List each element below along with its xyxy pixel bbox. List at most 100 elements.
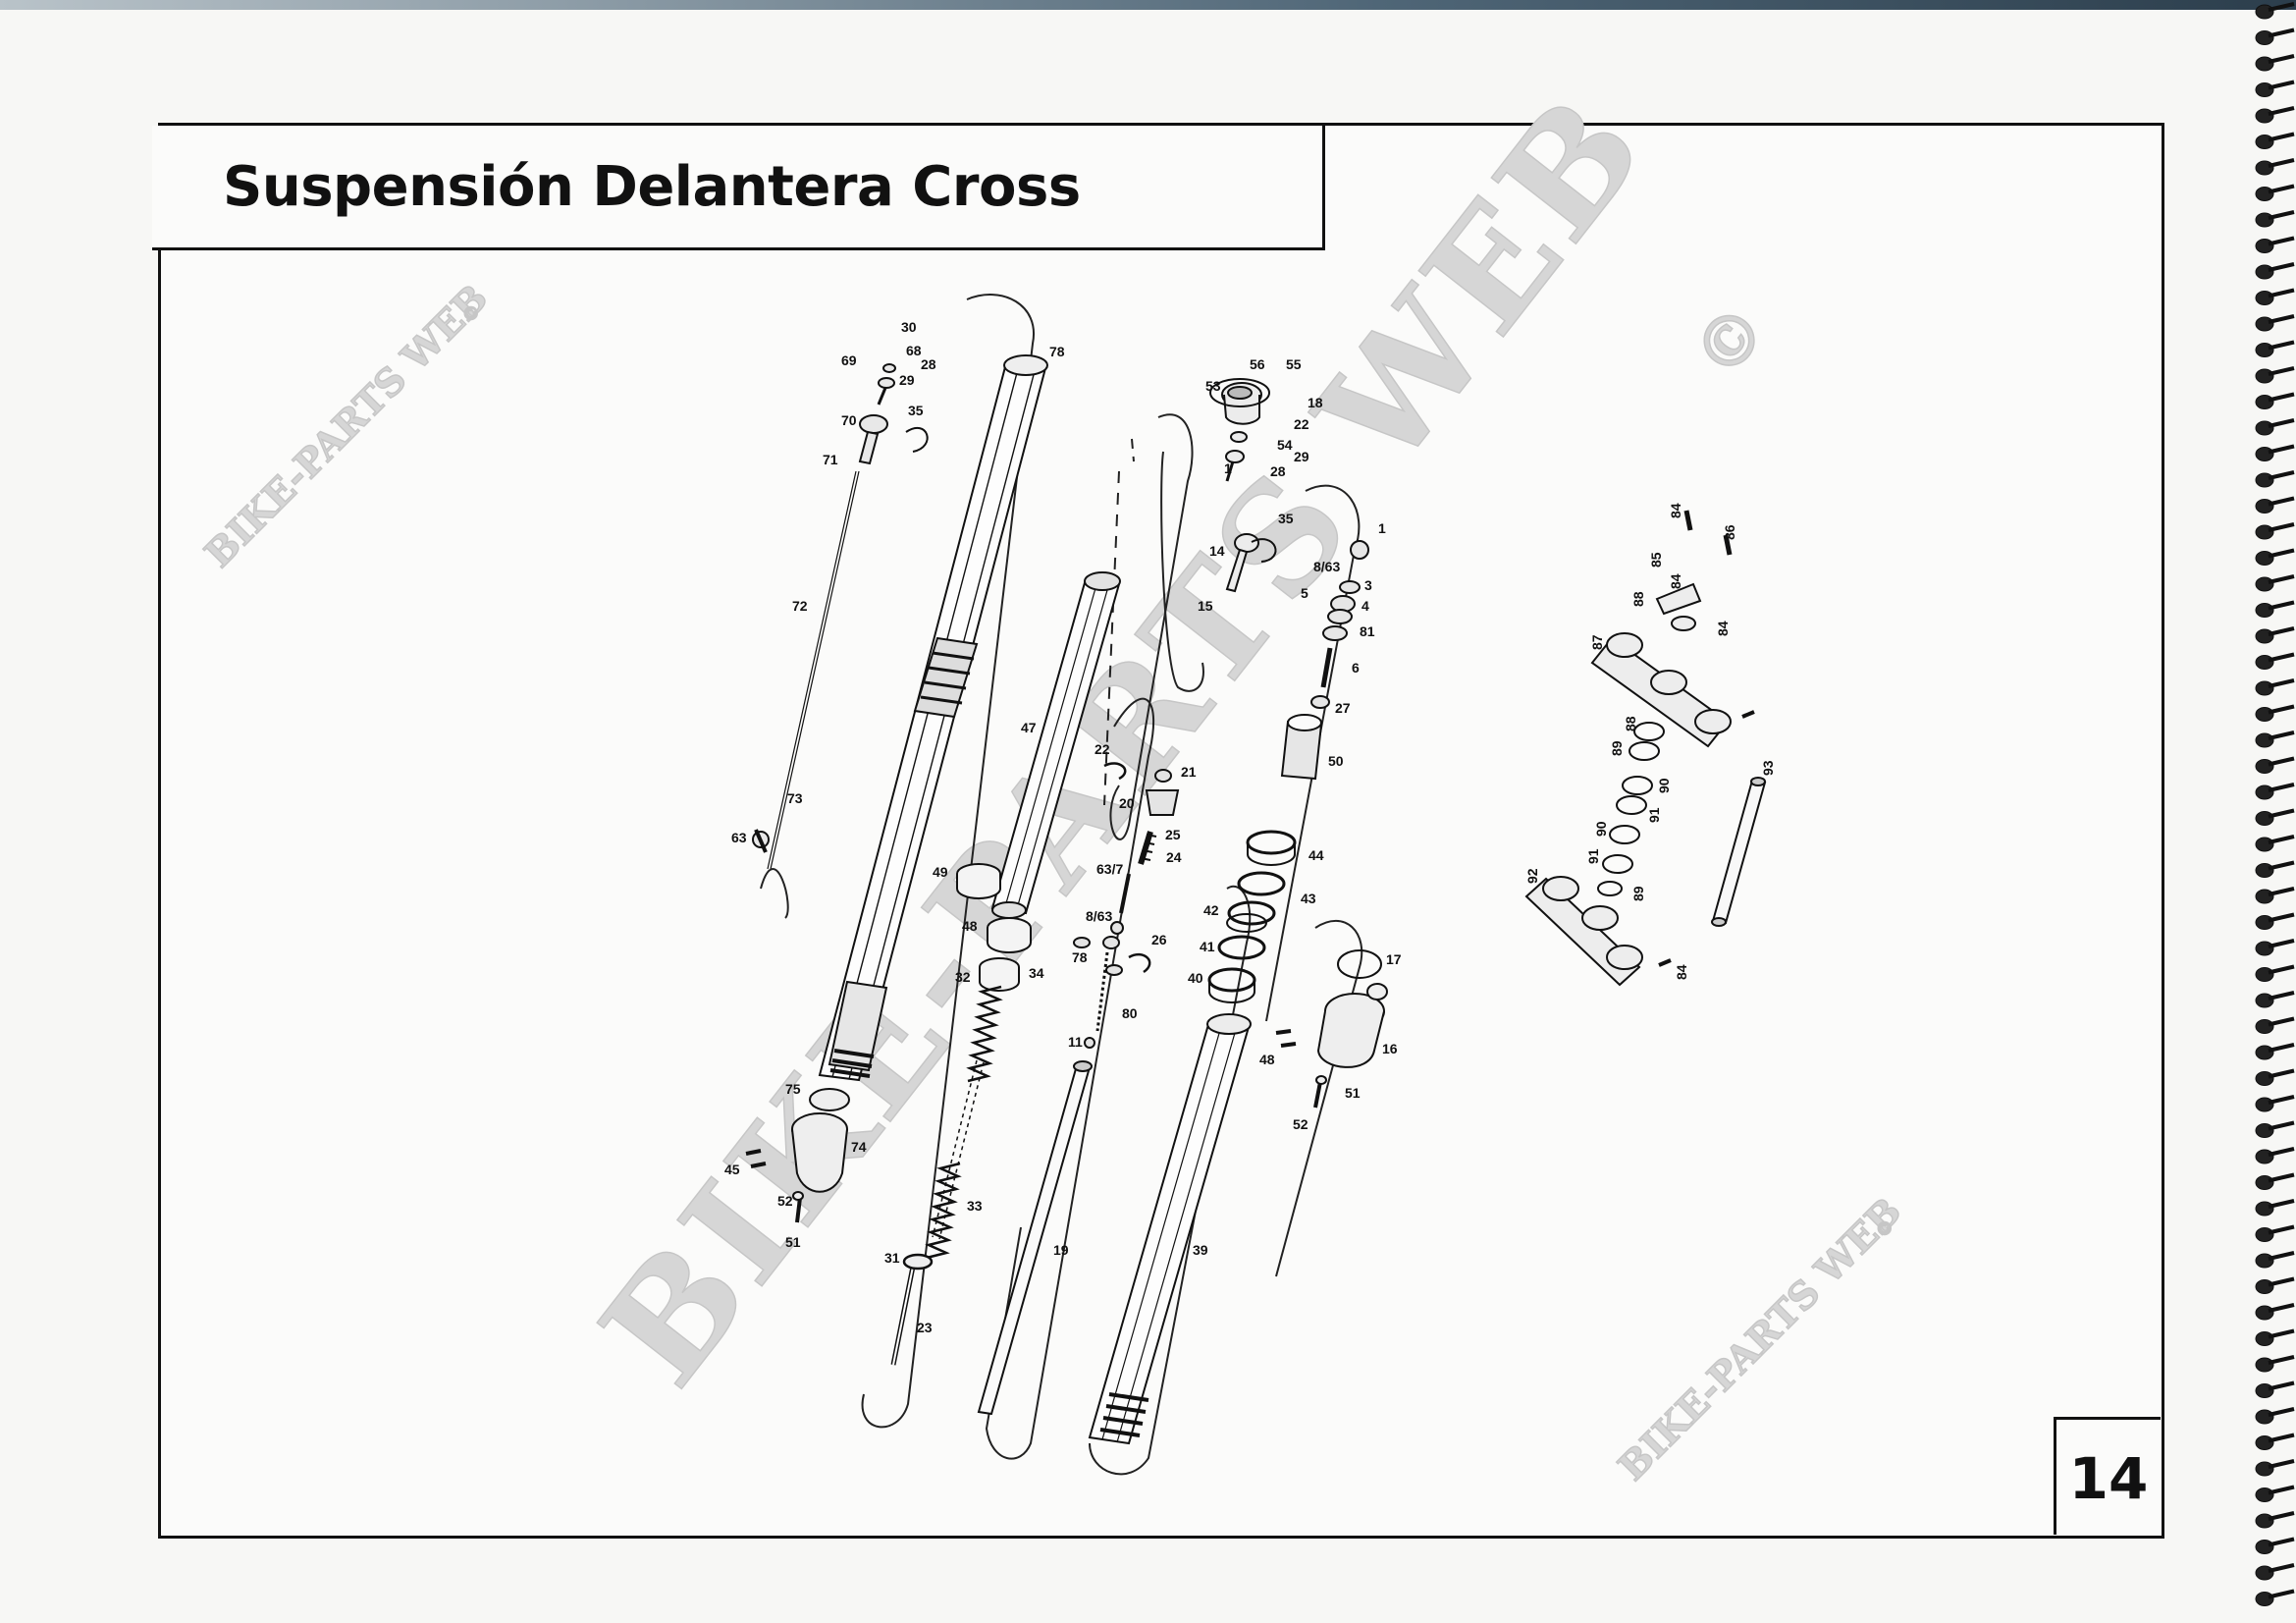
adjuster-stack (1280, 540, 1369, 781)
spiral-coil-hole (2255, 264, 2274, 280)
callout-4: 4 (1362, 598, 1369, 614)
spiral-coil-hole (2255, 368, 2274, 384)
spiral-coil-hole (2255, 1201, 2274, 1217)
spiral-coil-wire (2268, 184, 2295, 194)
spiral-coil-hole (2255, 1435, 2274, 1450)
spiral-coil-wire (2268, 418, 2295, 428)
callout-20: 20 (1119, 795, 1135, 811)
callout-54: 54 (1277, 437, 1293, 453)
callout-22-b: 22 (1294, 416, 1309, 432)
spiral-coil-hole (2255, 1461, 2274, 1477)
steering-stem-parts (1597, 722, 1665, 896)
spiral-coil-wire (2268, 496, 2295, 507)
spiral-coil-hole (2255, 1540, 2274, 1554)
spiral-coil-hole (2255, 707, 2274, 722)
callout-19: 19 (1053, 1242, 1069, 1258)
damper-rod (977, 1060, 1093, 1416)
callout-r14: 89 (1630, 886, 1646, 901)
spiral-coil-wire (2268, 626, 2295, 636)
spiral-coil-wire (2268, 80, 2295, 90)
spiral-coil-wire (2268, 1251, 2295, 1261)
callout-8-63: 8/63 (1086, 908, 1112, 924)
spiral-coil-hole (2255, 1071, 2274, 1086)
spiral-coil-hole (2255, 1279, 2274, 1294)
spiral-coil-hole (2255, 1383, 2274, 1398)
spiral-coil-wire (2268, 1095, 2295, 1105)
watermark-small-right: BIKE-PARTS WEB (1610, 1189, 1910, 1489)
callout-68: 68 (906, 343, 922, 358)
spiral-coil-hole (2255, 343, 2274, 357)
callout-45: 45 (724, 1162, 740, 1177)
spiral-coil-wire (2268, 1355, 2295, 1365)
spiral-coil-wire (2268, 1016, 2295, 1027)
spiral-coil-wire (2268, 54, 2295, 64)
spiral-coil-hole (2255, 135, 2274, 149)
callout-55: 55 (1286, 356, 1302, 372)
spiral-coil-hole (2255, 499, 2274, 514)
spiral-coil-wire (2268, 783, 2295, 792)
top-cap-assembly (1209, 378, 1277, 593)
bushings (956, 863, 1032, 992)
callout-8-63-b: 8/63 (1313, 559, 1340, 574)
spiral-coil-wire (2268, 548, 2295, 559)
spiral-coil-hole (2255, 551, 2274, 566)
callout-70: 70 (841, 412, 857, 428)
callout-1: 1 (1224, 460, 1232, 476)
spiral-coil-wire (2268, 678, 2295, 688)
fork-slider (1088, 1013, 1252, 1445)
callout-r5: 84 (1668, 573, 1683, 589)
spiral-coil-hole (2255, 1227, 2274, 1242)
spiral-coil-wire (2268, 27, 2295, 38)
callout-r10: 90 (1656, 778, 1672, 793)
spiral-coil-wire (2268, 1224, 2295, 1235)
spiral-coil-hole (2255, 4, 2274, 20)
spiral-coil-hole (2255, 1513, 2274, 1529)
axle-clamp-right (1275, 949, 1388, 1109)
fork-seals (1207, 830, 1297, 1003)
callout-r3: 85 (1648, 552, 1664, 568)
callout-31: 31 (884, 1250, 900, 1266)
callout-28-b: 28 (1270, 463, 1286, 479)
callout-r16: 92 (1524, 868, 1540, 884)
callout-25: 25 (1165, 827, 1181, 842)
callout-1-b: 1 (1378, 520, 1386, 536)
spiral-coil-hole (2255, 1123, 2274, 1138)
spiral-coil-wire (2268, 1068, 2295, 1079)
callout-81: 81 (1360, 623, 1375, 639)
spiral-coil-hole (2255, 1305, 2274, 1321)
spiral-coil-hole (2255, 395, 2274, 409)
spiral-coil-hole (2255, 759, 2274, 774)
spiral-coil-wire (2268, 835, 2295, 844)
callout-6: 6 (1352, 660, 1360, 676)
callout-5: 5 (1301, 585, 1308, 601)
callout-23: 23 (917, 1320, 933, 1335)
spiral-coil-hole (2255, 576, 2274, 592)
spiral-coil-wire (2268, 1199, 2295, 1209)
spiral-coil-hole (2255, 1331, 2274, 1346)
spiral-coil-hole (2255, 187, 2274, 201)
spiral-coil-wire (2268, 1276, 2295, 1287)
spiral-coil-hole (2255, 239, 2274, 253)
spiral-coil-wire (2268, 132, 2295, 142)
steering-stem (1711, 777, 1767, 927)
spiral-coil-hole (2255, 1253, 2274, 1269)
callout-15: 15 (1198, 598, 1213, 614)
spiral-coil-wire (2268, 912, 2295, 923)
spiral-coil-wire (2268, 652, 2295, 663)
callout-14: 14 (1209, 543, 1225, 559)
spiral-coil-wire (2268, 1303, 2295, 1313)
spiral-coil-hole (2255, 108, 2274, 124)
page-number: 14 (2068, 1445, 2149, 1512)
spiral-coil-wire (2268, 964, 2295, 975)
spiral-coil-hole (2255, 472, 2274, 488)
callout-33: 33 (967, 1198, 983, 1214)
watermark-large: BIKE-PARTS WEB (569, 62, 1681, 1416)
callout-r6: 87 (1589, 634, 1605, 650)
callout-71: 71 (823, 452, 838, 467)
callout-11: 11 (1068, 1034, 1083, 1050)
spiral-coil-hole (2255, 628, 2274, 644)
callout-17: 17 (1386, 951, 1402, 967)
spiral-coil-wire (2268, 808, 2295, 819)
spiral-coil-hole (2255, 447, 2274, 461)
callout-73: 73 (787, 790, 803, 806)
